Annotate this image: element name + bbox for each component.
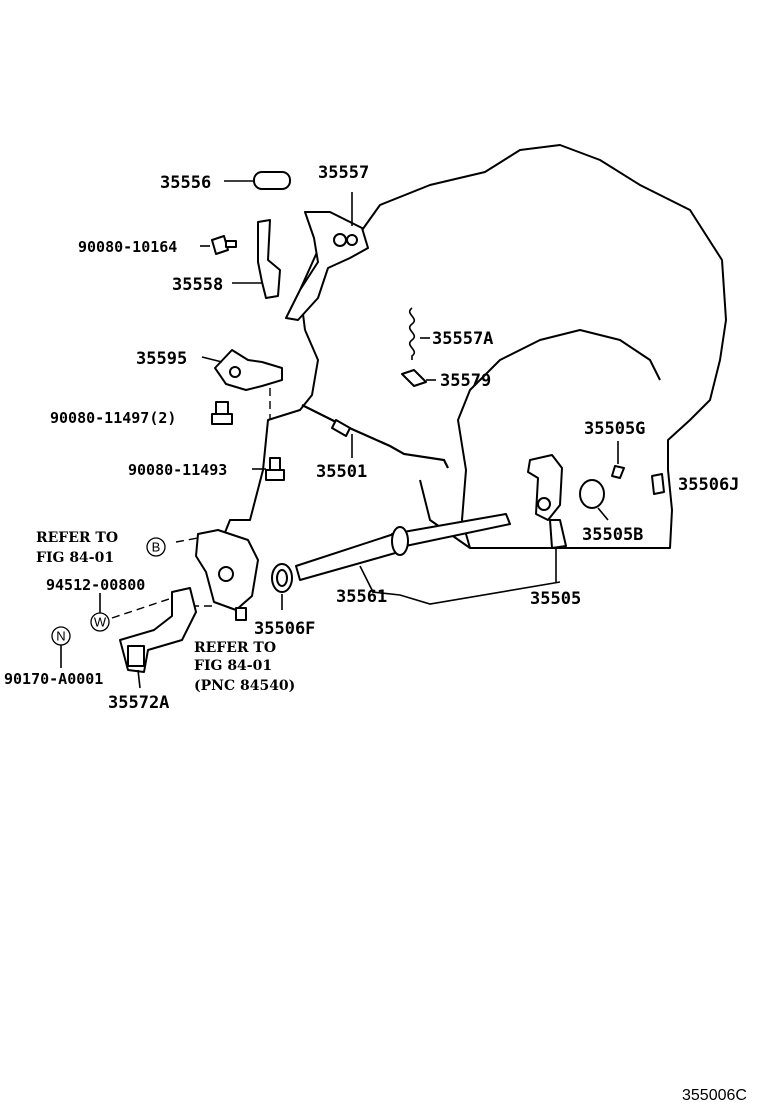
label-35557: 35557 — [318, 163, 369, 183]
spring-35557A — [408, 307, 416, 360]
label-35505: 35505 — [530, 589, 581, 609]
shaft-35561 — [295, 531, 407, 581]
marker-b-letter: B — [152, 540, 161, 555]
figure-code: 355006C — [682, 1087, 747, 1104]
case-bellhousing-edge — [419, 479, 471, 549]
label-90170-A0001: 90170-A0001 — [4, 670, 103, 688]
label-35556: 35556 — [160, 173, 211, 193]
clip-35505G — [611, 465, 625, 479]
bolt-35579 — [401, 369, 427, 387]
bracket-35595 — [214, 349, 283, 391]
label-35561: 35561 — [336, 587, 387, 607]
label-35506F: 35506F — [254, 619, 315, 639]
label-35579: 35579 — [440, 371, 491, 391]
label-35595: 35595 — [136, 349, 187, 369]
label-94512-00800: 94512-00800 — [46, 576, 145, 594]
label-90080-11497: 90080-11497(2) — [50, 409, 176, 427]
clip-35506J — [651, 473, 665, 495]
marker-b — [146, 537, 166, 557]
marker-w-letter: W — [94, 615, 107, 630]
plate-35558 — [257, 219, 281, 299]
collar-35505B — [579, 479, 605, 509]
bolt-90080-10164 — [211, 235, 229, 255]
label-35501: 35501 — [316, 462, 367, 482]
transmission-case-outline — [299, 144, 727, 549]
pin-35556 — [253, 171, 291, 190]
lever-35557 — [285, 211, 369, 321]
label-35572A: 35572A — [108, 693, 169, 713]
refer-fig-note-1: FIG 84-01 — [36, 550, 114, 566]
rod-35501 — [301, 404, 449, 469]
label-35505B: 35505B — [582, 525, 643, 545]
case-left-edge — [219, 329, 319, 546]
label-35558: 35558 — [172, 275, 223, 295]
label-35557A: 35557A — [432, 329, 493, 349]
marker-n-letter: N — [56, 629, 65, 644]
label-90080-10164: 90080-10164 — [78, 238, 177, 256]
refer-fig-note-2: FIG 84-01 — [194, 658, 272, 674]
detent-lever-35505 — [527, 454, 563, 521]
label-35505G: 35505G — [584, 419, 645, 439]
label-35506J: 35506J — [678, 475, 739, 495]
refer-to-note-2: REFER TO — [194, 640, 276, 656]
label-90080-11493: 90080-11493 — [128, 461, 227, 479]
refer-pnc-note-2: (PNC 84540) — [194, 678, 295, 694]
refer-to-note-1: REFER TO — [36, 530, 118, 546]
